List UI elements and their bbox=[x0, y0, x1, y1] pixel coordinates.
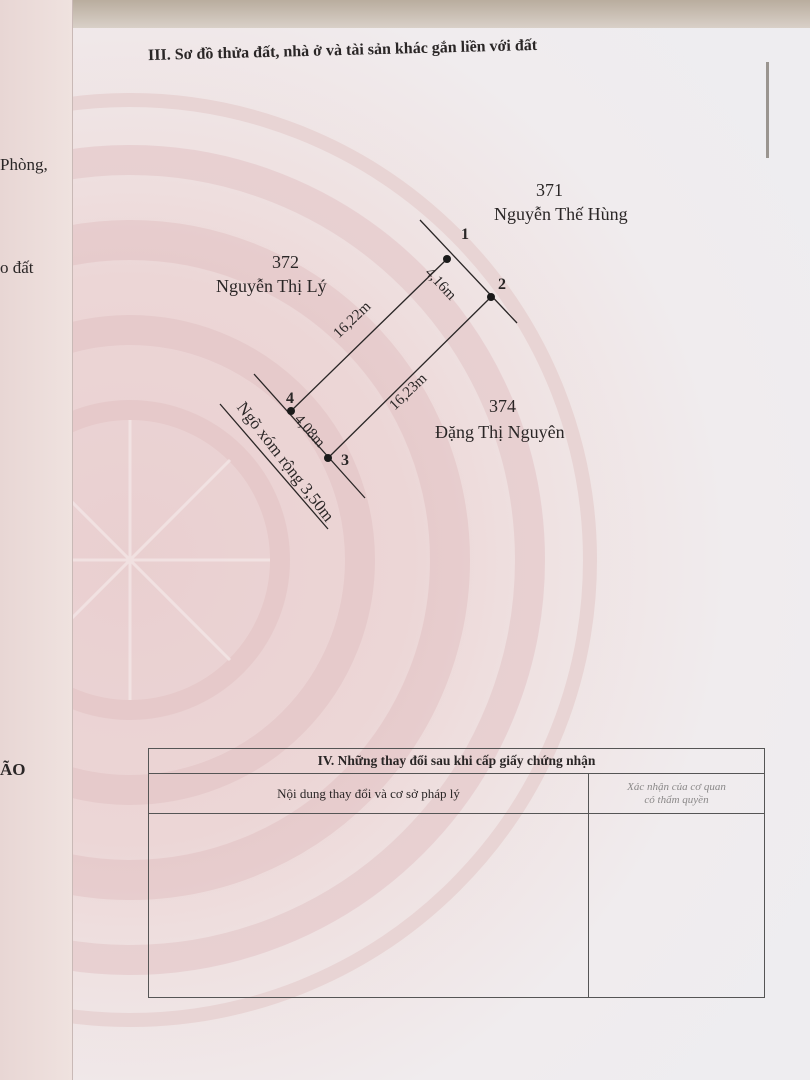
point-3 bbox=[324, 454, 332, 462]
edge-2-3 bbox=[327, 296, 492, 459]
left-fragment: ÃO bbox=[0, 760, 26, 779]
road-outer-line bbox=[219, 403, 329, 530]
point-label-1: 1 bbox=[461, 226, 469, 243]
edge-1-4 bbox=[290, 258, 448, 412]
point-4 bbox=[287, 407, 295, 415]
point-label-2: 2 bbox=[498, 276, 506, 293]
point-2 bbox=[487, 293, 495, 301]
parcel-371-owner: Nguyễn Thế Hùng bbox=[494, 204, 628, 224]
column-header-content: Nội dung thay đổi và cơ sở pháp lý bbox=[148, 773, 589, 814]
parcel-372-owner: Nguyễn Thị Lý bbox=[216, 276, 327, 296]
parcel-374-owner: Đặng Thị Nguyên bbox=[435, 422, 565, 442]
background-surface bbox=[0, 0, 810, 28]
page-edge-mark bbox=[766, 62, 769, 158]
point-1 bbox=[443, 255, 451, 263]
parcel-371-number: 371 bbox=[536, 180, 563, 200]
boundary-line-north bbox=[419, 219, 518, 324]
content-cell bbox=[148, 813, 589, 998]
parcel-374-number: 374 bbox=[489, 396, 516, 416]
section-iv-title: IV. Những thay đổi sau khi cấp giấy chứn… bbox=[148, 748, 765, 774]
confirm-line-1: Xác nhận của cơ quan bbox=[627, 780, 726, 793]
confirmation-cell bbox=[588, 813, 765, 998]
parcel-372-number: 372 bbox=[272, 252, 299, 272]
left-page-edge bbox=[0, 0, 73, 1080]
left-fragment: Phòng, bbox=[0, 155, 48, 174]
point-label-4: 4 bbox=[286, 390, 294, 407]
changes-table: IV. Những thay đổi sau khi cấp giấy chứn… bbox=[148, 748, 765, 998]
road-edge-line bbox=[253, 373, 366, 499]
column-header-confirmation: Xác nhận của cơ quan có thẩm quyền bbox=[588, 773, 765, 814]
left-fragment: o đất bbox=[0, 258, 34, 277]
confirm-line-2: có thẩm quyền bbox=[644, 793, 709, 806]
point-label-3: 3 bbox=[341, 452, 349, 469]
